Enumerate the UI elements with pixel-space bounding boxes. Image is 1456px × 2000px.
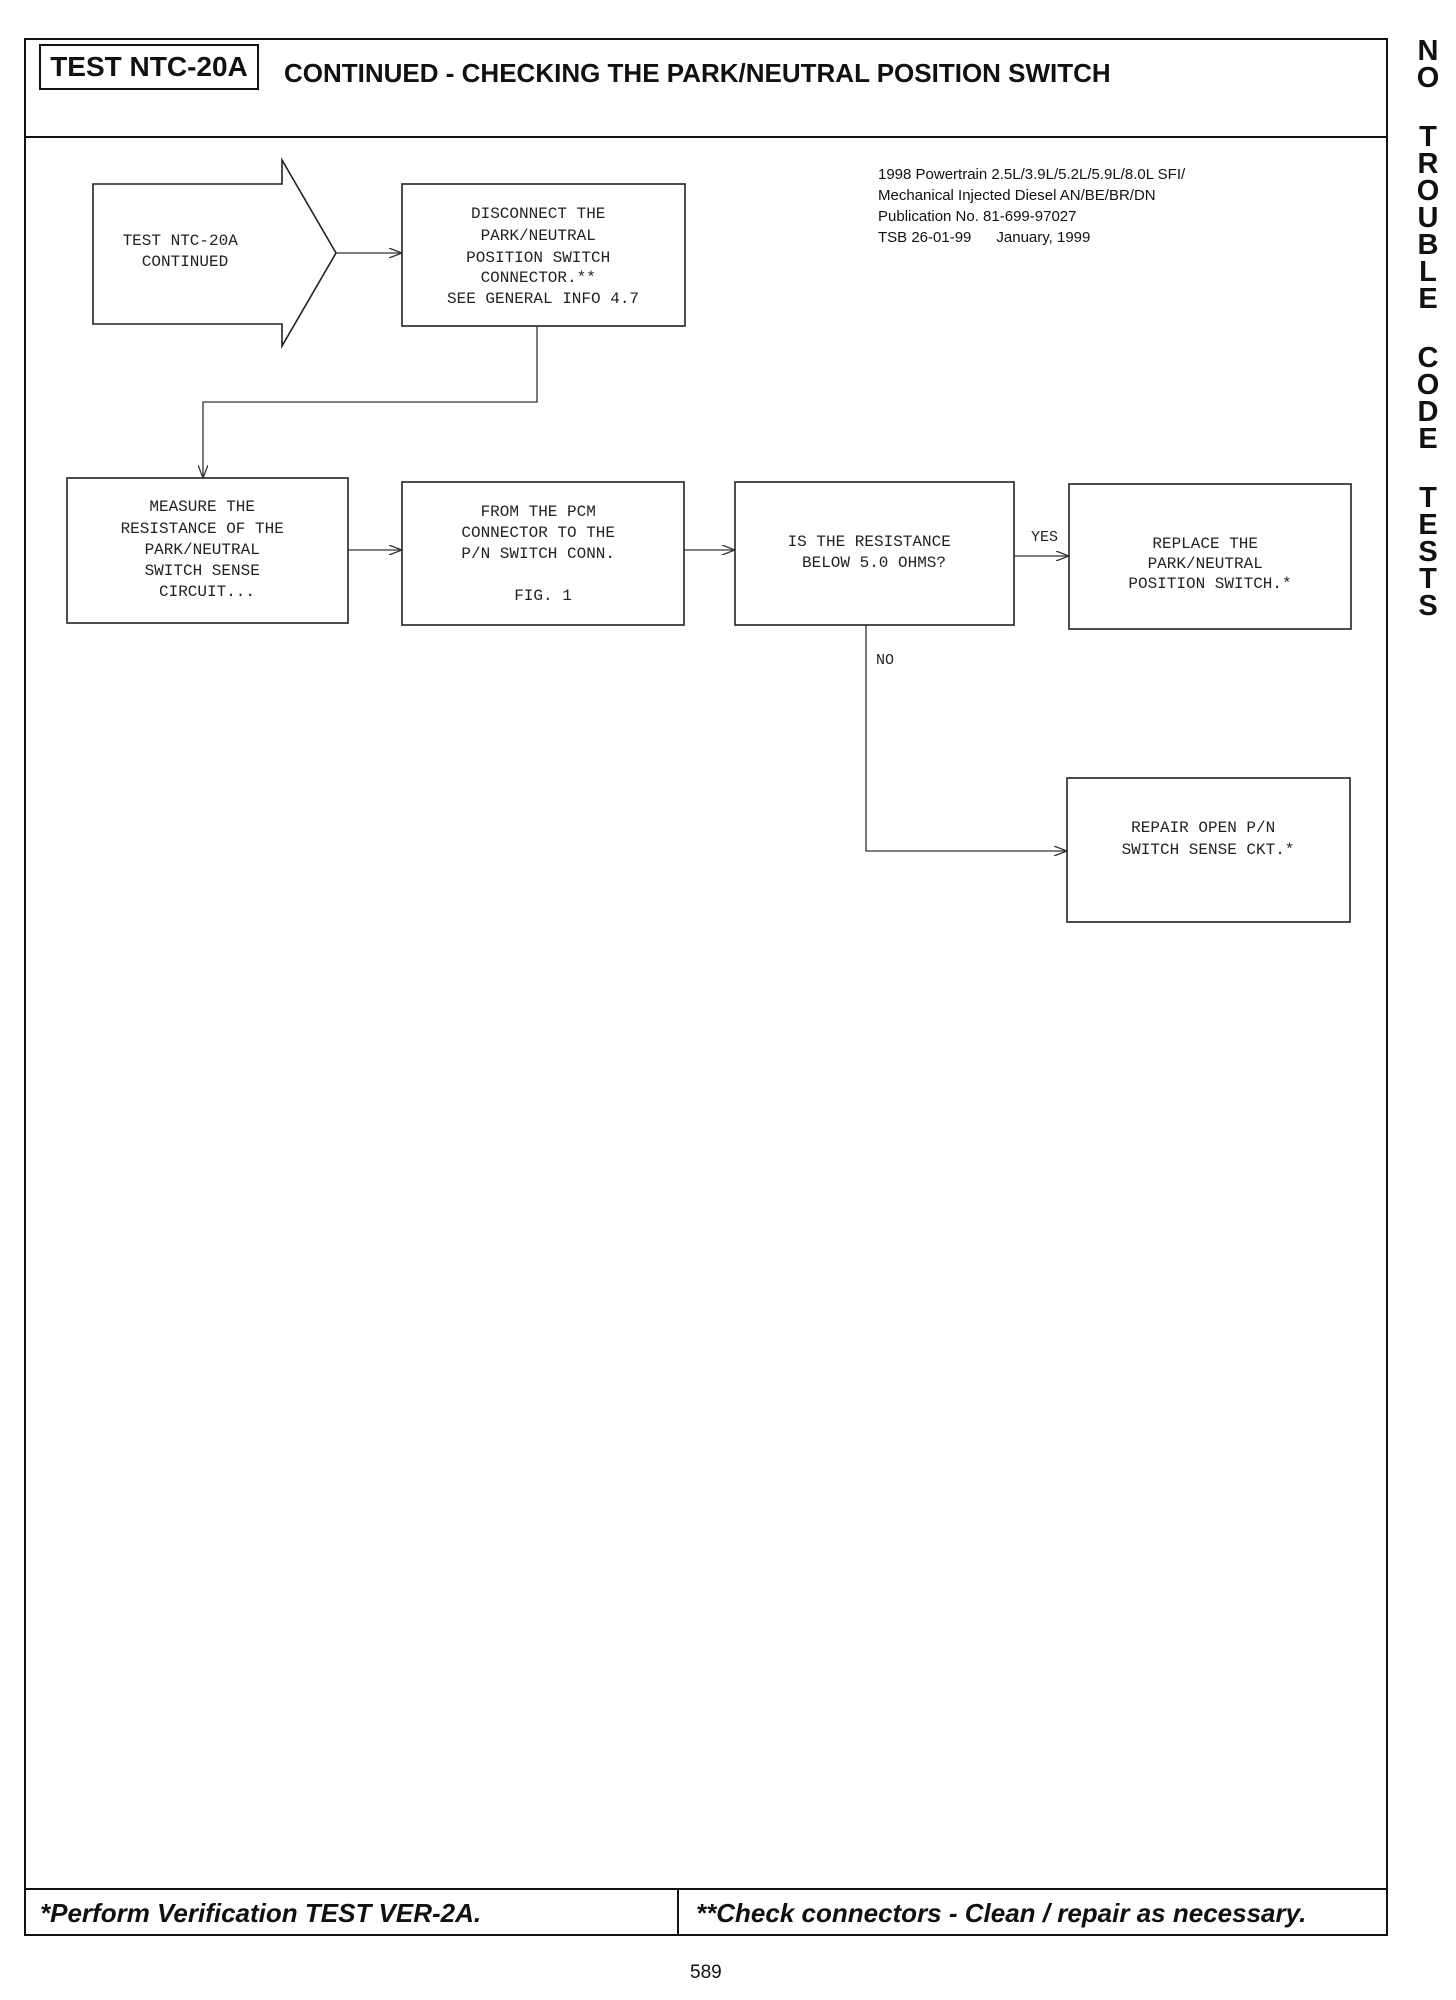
disconnect-line: CONNECTOR.** bbox=[481, 269, 596, 287]
start-arrow-shape bbox=[92, 157, 337, 349]
side-tab-letter: O bbox=[1416, 175, 1440, 207]
connector-disconnect-to-measure bbox=[203, 326, 538, 478]
question-line: IS THE RESISTANCE bbox=[788, 533, 951, 551]
publication-line-4: TSB 26-01-99 January, 1999 bbox=[878, 229, 1091, 246]
repair-line: SWITCH SENSE CKT.* bbox=[1122, 841, 1295, 859]
measure-line: PARK/NEUTRAL bbox=[145, 541, 260, 559]
header-band bbox=[24, 38, 1388, 138]
side-tab-letter: L bbox=[1419, 256, 1437, 288]
disconnect-line: PARK/NEUTRAL bbox=[481, 227, 596, 245]
from-pcm-box-text: FROM THE PCM CONNECTOR TO THE P/N SWITCH… bbox=[461, 503, 624, 605]
replace-box-text: REPLACE THE PARK/NEUTRAL POSITION SWITCH… bbox=[1128, 535, 1291, 593]
repair-circuit-box bbox=[1066, 777, 1351, 923]
start-arrow-line: TEST NTC-20A bbox=[123, 232, 239, 250]
side-tab-letter: E bbox=[1418, 509, 1438, 541]
no-branch-label: NO bbox=[876, 652, 894, 669]
side-tab-letter: B bbox=[1417, 229, 1439, 261]
side-tab-letter: E bbox=[1418, 423, 1438, 455]
question-box-text: IS THE RESISTANCE BELOW 5.0 OHMS? bbox=[788, 533, 961, 572]
disconnect-connector-box bbox=[401, 183, 686, 327]
measure-line: SWITCH SENSE bbox=[145, 562, 260, 580]
side-tab-letter: S bbox=[1418, 536, 1438, 568]
repair-line: REPAIR OPEN P/N bbox=[1131, 819, 1275, 837]
side-tab-letter: R bbox=[1417, 148, 1439, 180]
publication-line-2: Mechanical Injected Diesel AN/BE/BR/DN bbox=[878, 187, 1156, 204]
start-arrow-text: TEST NTC-20A CONTINUED bbox=[123, 232, 248, 271]
side-tab-letter: S bbox=[1418, 590, 1438, 622]
repair-box-text: REPAIR OPEN P/N SWITCH SENSE CKT.* bbox=[1122, 819, 1295, 859]
page-frame bbox=[24, 38, 1388, 1936]
flowchart: TEST NTC-20A CONTINUED DISCONNECT THE PA… bbox=[66, 157, 1352, 923]
side-tab-letter: T bbox=[1419, 121, 1437, 153]
footer-divider bbox=[677, 1888, 679, 1936]
side-tab-letter: N bbox=[1417, 35, 1439, 67]
page-number: 589 bbox=[690, 1962, 722, 1983]
side-tab-letter: E bbox=[1418, 283, 1438, 315]
measure-line: RESISTANCE OF THE bbox=[121, 520, 284, 538]
from-pcm-line: CONNECTOR TO THE bbox=[461, 524, 615, 542]
disconnect-line: DISCONNECT THE bbox=[471, 205, 605, 223]
side-tab-letter: O bbox=[1416, 62, 1440, 94]
replace-line: REPLACE THE bbox=[1152, 535, 1258, 553]
side-tab-letter: C bbox=[1417, 342, 1439, 374]
side-tab-letter: U bbox=[1417, 202, 1439, 234]
side-tab-letter: T bbox=[1419, 482, 1437, 514]
publication-info: 1998 Powertrain 2.5L/3.9L/5.2L/5.9L/8.0L… bbox=[878, 164, 1185, 248]
measure-resistance-box bbox=[66, 477, 349, 624]
start-arrow-line: CONTINUED bbox=[142, 253, 228, 271]
disconnect-line: POSITION SWITCH bbox=[466, 249, 610, 267]
page-title: CONTINUED - CHECKING THE PARK/NEUTRAL PO… bbox=[284, 58, 1111, 88]
measure-box-text: MEASURE THE RESISTANCE OF THE PARK/NEUTR… bbox=[121, 498, 294, 601]
resistance-question-box bbox=[734, 481, 1015, 626]
yes-branch-label: YES bbox=[1031, 529, 1058, 546]
disconnect-box-text: DISCONNECT THE PARK/NEUTRAL POSITION SWI… bbox=[447, 205, 639, 308]
side-tab-letter: D bbox=[1417, 396, 1439, 428]
replace-line: PARK/NEUTRAL bbox=[1148, 555, 1263, 573]
side-tab-letter: O bbox=[1416, 369, 1440, 401]
measure-line: CIRCUIT... bbox=[159, 583, 255, 601]
publication-line-1: 1998 Powertrain 2.5L/3.9L/5.2L/5.9L/8.0L… bbox=[878, 166, 1186, 183]
disconnect-line: SEE GENERAL INFO 4.7 bbox=[447, 290, 639, 308]
footer-band bbox=[24, 1888, 1388, 1936]
from-pcm-connector-box bbox=[401, 481, 685, 626]
question-line: BELOW 5.0 OHMS? bbox=[802, 554, 946, 572]
from-pcm-line: P/N SWITCH CONN. bbox=[461, 545, 615, 563]
connector-no-to-repair bbox=[865, 625, 1067, 851]
footer-verification-note: *Perform Verification TEST VER-2A. bbox=[40, 1898, 482, 1928]
footer-connector-note: **Check connectors - Clean / repair as n… bbox=[696, 1898, 1307, 1928]
side-tab-letter: T bbox=[1419, 563, 1437, 595]
from-pcm-line: FROM THE PCM bbox=[481, 503, 596, 521]
replace-line: POSITION SWITCH.* bbox=[1128, 575, 1291, 593]
test-id-label: TEST NTC-20A bbox=[39, 44, 259, 90]
from-pcm-line: FIG. 1 bbox=[514, 587, 572, 605]
measure-line: MEASURE THE bbox=[149, 498, 255, 516]
publication-line-3: Publication No. 81-699-97027 bbox=[878, 208, 1077, 225]
